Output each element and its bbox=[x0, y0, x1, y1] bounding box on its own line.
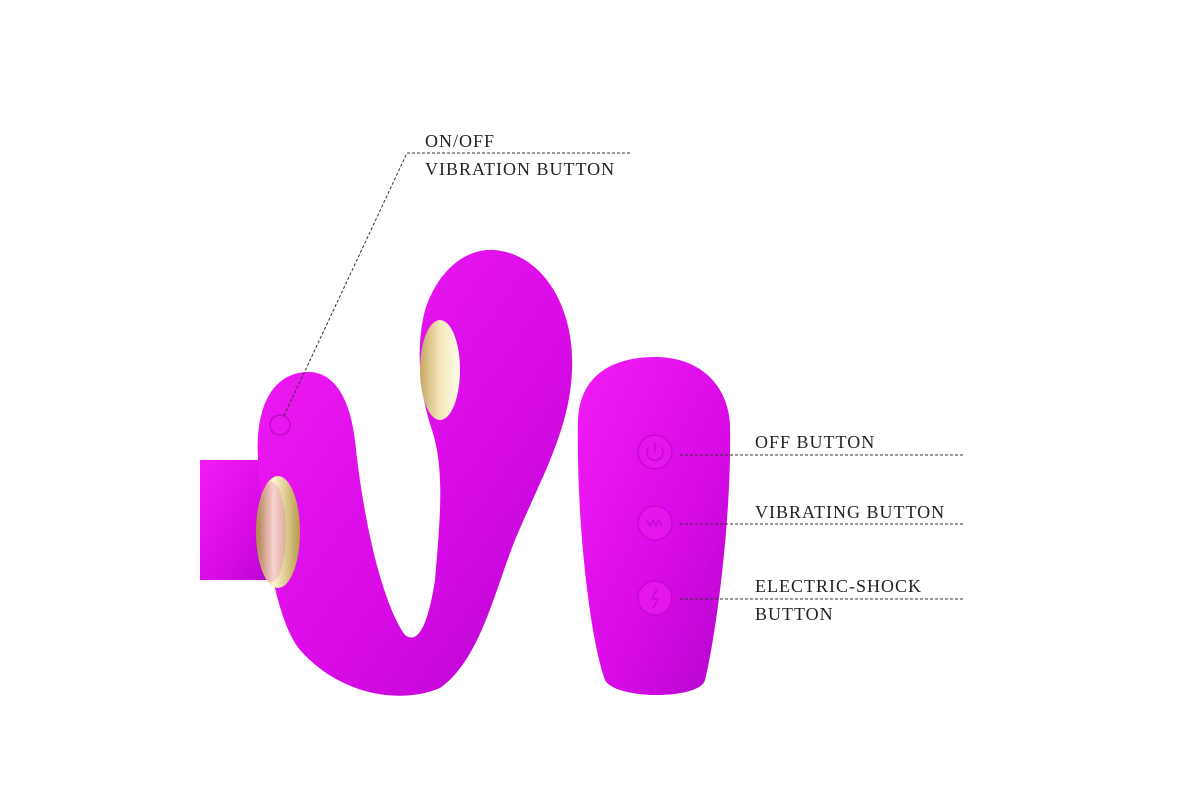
product-body bbox=[257, 249, 573, 696]
gold-ring bbox=[256, 476, 300, 588]
lightning-icon[interactable] bbox=[637, 580, 673, 616]
power-icon[interactable] bbox=[637, 434, 673, 470]
label-on-off: ON/OFF bbox=[425, 131, 496, 151]
label-vibration-button: VIBRATION BUTTON bbox=[425, 159, 616, 179]
gold-stimulator bbox=[420, 320, 460, 420]
label-electric-shock-button: BUTTON bbox=[755, 604, 834, 624]
leader-lines bbox=[282, 152, 965, 600]
label-off-button: OFF BUTTON bbox=[755, 432, 876, 452]
label-vibrating-button: VIBRATING BUTTON bbox=[755, 502, 946, 522]
label-electric-shock: ELECTRIC-SHOCK bbox=[755, 576, 922, 596]
vibration-wave-icon[interactable] bbox=[637, 505, 673, 541]
body-power-button[interactable] bbox=[269, 414, 291, 436]
